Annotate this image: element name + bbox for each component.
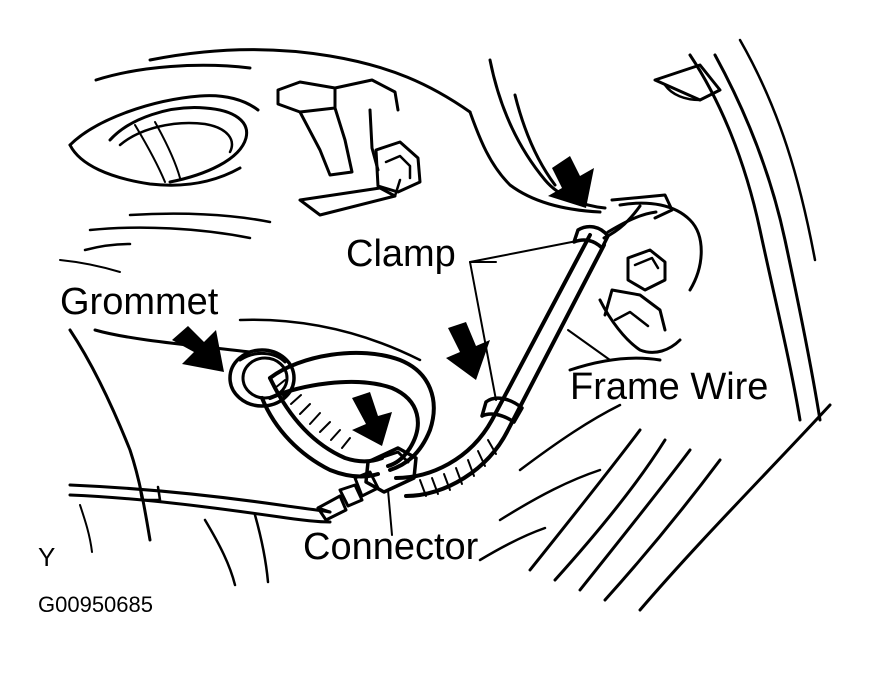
leader-lines: [387, 239, 611, 536]
upper-bracket: [276, 78, 422, 217]
wire-loop: [260, 350, 436, 479]
floor-sill: [68, 318, 832, 612]
label-connector: Connector: [303, 526, 479, 568]
frame-wire: [394, 204, 658, 498]
label-grommet: Grommet: [60, 281, 219, 323]
label-clamp: Clamp: [346, 233, 456, 275]
arrow-clamp-upper: [548, 156, 594, 208]
upper-body-panel: [59, 48, 472, 273]
view-mark: Y: [38, 542, 56, 572]
arrow-connector: [352, 392, 392, 446]
arrow-clamp-lower: [446, 322, 490, 380]
grommet: [228, 348, 296, 408]
figure-code: G00950685: [38, 592, 153, 617]
label-frame-wire: Frame Wire: [570, 366, 769, 408]
arrow-grommet: [172, 326, 224, 372]
